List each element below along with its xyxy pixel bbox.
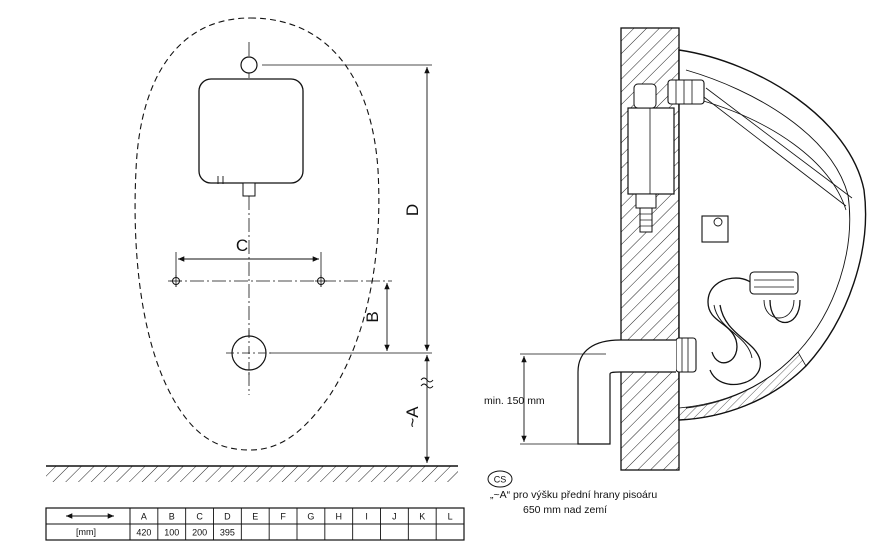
table-value-c: 200 (192, 528, 207, 538)
dim-label-c: C (236, 236, 248, 255)
dimension-table: A 420 B 100 C 200 D 395 E F G H I J K L [mm] (45, 507, 465, 541)
urinal-outline-dashed (134, 17, 380, 451)
drain-coupling (675, 337, 697, 373)
dim-label-d: D (403, 204, 422, 216)
table-unit-label: [mm] (76, 527, 96, 537)
note-line-1: „~A“ pro výšku přední hrany pisoáru (490, 489, 657, 501)
table-header-f: F (280, 512, 286, 522)
bowl-rim-hatch (678, 351, 807, 421)
table-value-d: 395 (220, 528, 235, 538)
table-header-h: H (336, 512, 343, 522)
table-header-g: G (307, 512, 314, 522)
language-badge (487, 470, 513, 488)
floor-hatch (46, 466, 458, 482)
table-value-a: 420 (136, 528, 151, 538)
table-header-i: I (365, 512, 368, 522)
trap-cap (749, 271, 799, 295)
table-header-k: K (419, 512, 425, 522)
min-distance-label: min. 150 mm (484, 395, 545, 407)
approx-symbol (420, 377, 434, 389)
note-line-2: 650 mm nad zemí (523, 504, 607, 516)
table-header-j: J (392, 512, 397, 522)
side-fixing-hole-right (315, 275, 327, 287)
table-header-b: B (169, 512, 175, 522)
side-view: min. 150 mm CS „~A“ pro výšku přední hra… (484, 27, 867, 516)
top-fixing-hole (240, 56, 258, 74)
inlet-connector (667, 79, 705, 105)
side-fixing-hole-left (170, 275, 182, 287)
table-header-c: C (196, 512, 203, 522)
control-box (198, 78, 304, 184)
table-header-e: E (252, 512, 258, 522)
sensor-bracket (701, 215, 729, 243)
table-value-b: 100 (164, 528, 179, 538)
table-header-a: A (141, 512, 147, 522)
siphon-trap (707, 277, 801, 386)
table-header-d: D (224, 512, 231, 522)
connector-stub (242, 182, 256, 197)
table-header-l: L (448, 512, 453, 522)
flush-valve-body (627, 107, 675, 195)
dim-label-b: B (363, 311, 382, 322)
dim-label-a: ~A (403, 406, 422, 428)
language-code: CS (494, 475, 507, 485)
front-view: C B D ~A (46, 17, 458, 482)
